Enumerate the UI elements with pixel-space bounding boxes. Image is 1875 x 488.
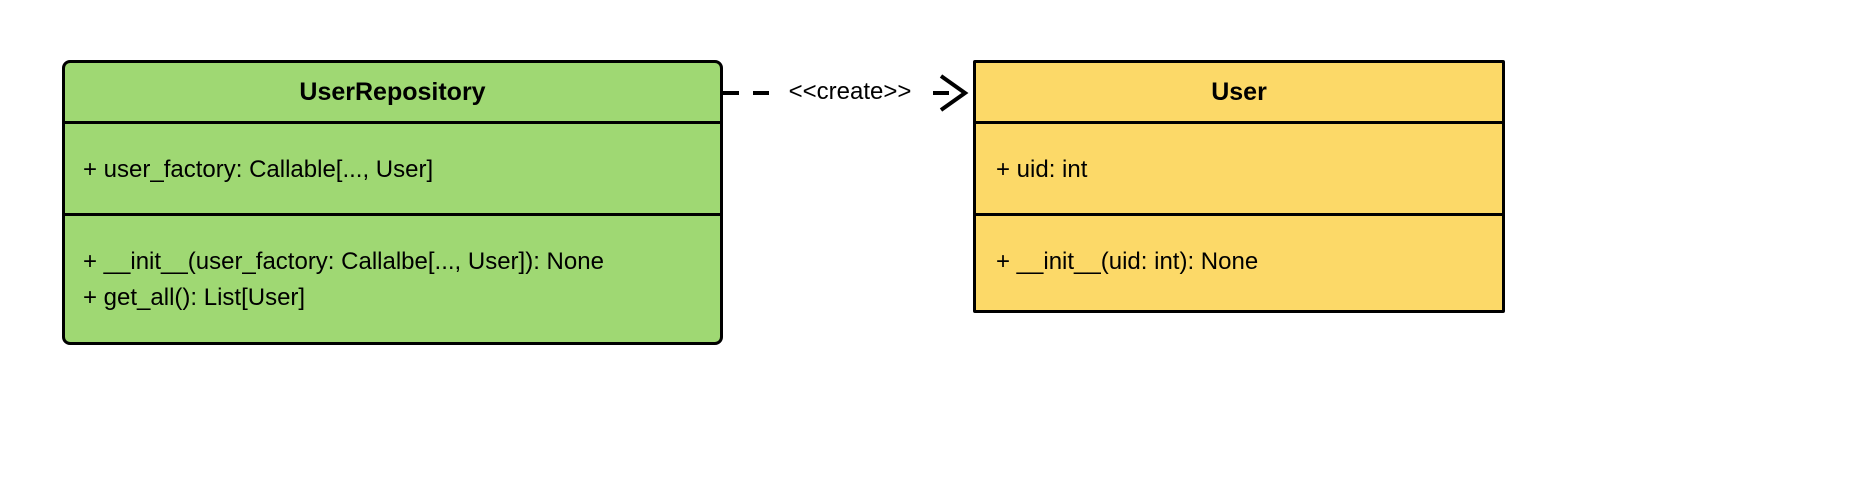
class-name-user: User xyxy=(1211,78,1267,106)
methods-compartment-user: + __init__(uid: int): None xyxy=(976,213,1502,310)
method-init: + __init__(user_factory: Callalbe[..., U… xyxy=(83,248,604,275)
attribute-user-factory: + user_factory: Callable[..., User] xyxy=(83,156,434,183)
method-init-user: + __init__(uid: int): None xyxy=(996,248,1259,275)
class-name-user-repository: UserRepository xyxy=(299,78,486,106)
class-box-user-repository[interactable]: UserRepository + user_factory: Callable[… xyxy=(62,60,723,345)
attributes-compartment-user-repository: + user_factory: Callable[..., User] xyxy=(65,121,720,213)
class-box-user[interactable]: User + uid: int + __init__(uid: int): No… xyxy=(973,60,1505,313)
methods-compartment-user-repository: + __init__(user_factory: Callalbe[..., U… xyxy=(65,213,720,342)
dependency-create-connector[interactable]: <<create>> xyxy=(723,70,975,118)
stereotype-label-create: <<create>> xyxy=(771,75,929,109)
open-arrowhead-icon xyxy=(939,74,969,112)
attribute-uid: + uid: int xyxy=(996,156,1088,183)
attributes-compartment-user: + uid: int xyxy=(976,121,1502,213)
method-get-all: + get_all(): List[User] xyxy=(83,284,306,311)
dependency-line-and-arrow xyxy=(723,74,969,112)
